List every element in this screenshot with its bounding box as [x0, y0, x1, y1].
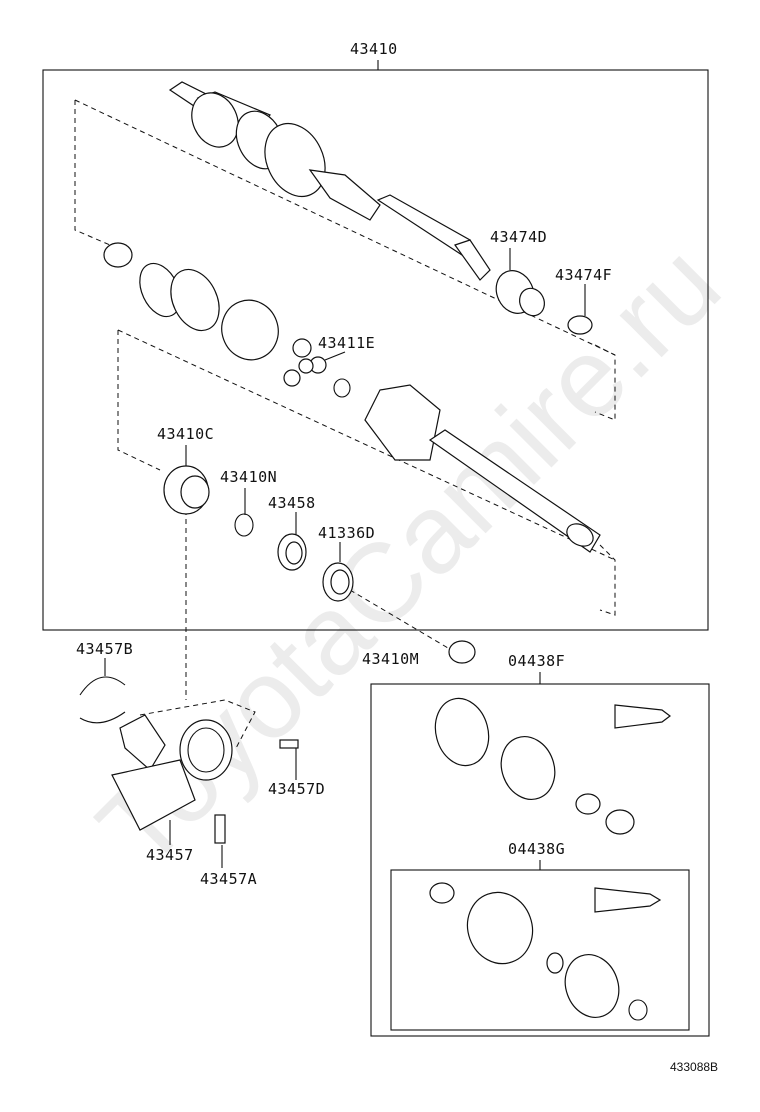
label-43410: 43410 [350, 40, 398, 58]
label-43457B: 43457B [76, 640, 134, 658]
label-43474F: 43474F [555, 266, 613, 284]
seal-41336D-graphic [322, 562, 354, 602]
part-43474D-graphic [495, 270, 545, 317]
label-43458: 43458 [268, 494, 316, 512]
part-43411E-graphic [283, 338, 327, 387]
label-43410N: 43410N [220, 468, 278, 486]
label-43457D: 43457D [268, 780, 326, 798]
main-assembly-frame [42, 69, 709, 631]
figure-ref: 433088B [670, 1060, 719, 1074]
label-43410M: 43410M [362, 650, 420, 668]
kit-04438F-graphic [434, 697, 671, 835]
label-41336D: 41336D [318, 524, 376, 542]
bracket-43457-graphic [79, 676, 299, 844]
label-43410C: 43410C [157, 425, 215, 443]
kit-04438G-graphic [429, 882, 662, 1021]
part-43474F-graphic [567, 315, 593, 335]
label-04438F: 04438F [508, 652, 566, 670]
label-43411E: 43411E [318, 334, 376, 352]
part-43410M-graphic [448, 640, 476, 664]
label-43457: 43457 [146, 846, 194, 864]
label-43474D: 43474D [490, 228, 548, 246]
snap-ring-43410N-graphic [234, 513, 254, 537]
bearing-43410C-graphic [163, 465, 210, 515]
inner-joint-graphic [364, 384, 601, 553]
label-04438G: 04438G [508, 840, 566, 858]
seal-43458-graphic [277, 533, 307, 571]
label-43457A: 43457A [200, 870, 258, 888]
outer-shaft [168, 81, 491, 281]
boot-graphic [139, 262, 220, 332]
